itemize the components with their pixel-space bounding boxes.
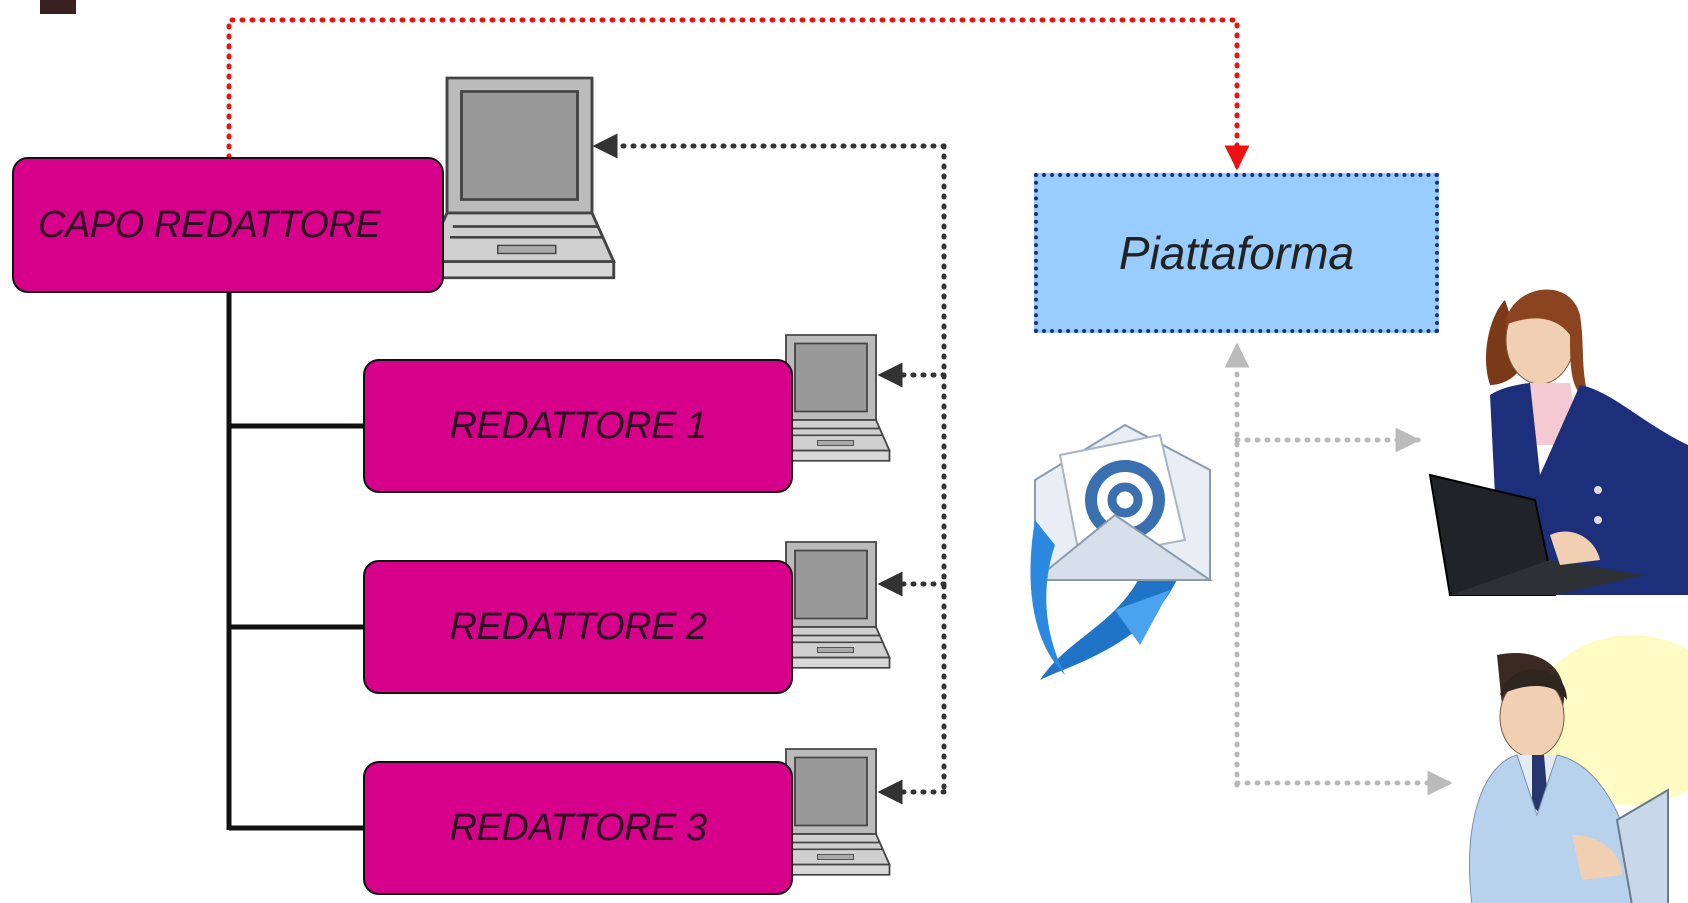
laptop-icon — [423, 76, 616, 280]
hierarchy-tree — [226, 293, 363, 831]
output-links — [1224, 342, 1453, 796]
email-icon — [1030, 423, 1214, 680]
laptop-links — [592, 133, 947, 805]
redattore-1-node: REDATTORE 1 — [363, 359, 793, 493]
capo-platform-link — [226, 17, 1250, 171]
capo-redattore-node: CAPO REDATTORE — [12, 157, 444, 293]
corner-mark — [40, 0, 76, 14]
redattore-2-node: REDATTORE 2 — [363, 560, 793, 694]
piattaforma-node: Piattaforma — [1034, 173, 1439, 333]
businesswoman-laptop-icon — [1428, 289, 1688, 596]
businessman-laptop-icon — [1469, 635, 1688, 903]
redattore-3-node: REDATTORE 3 — [363, 761, 793, 895]
